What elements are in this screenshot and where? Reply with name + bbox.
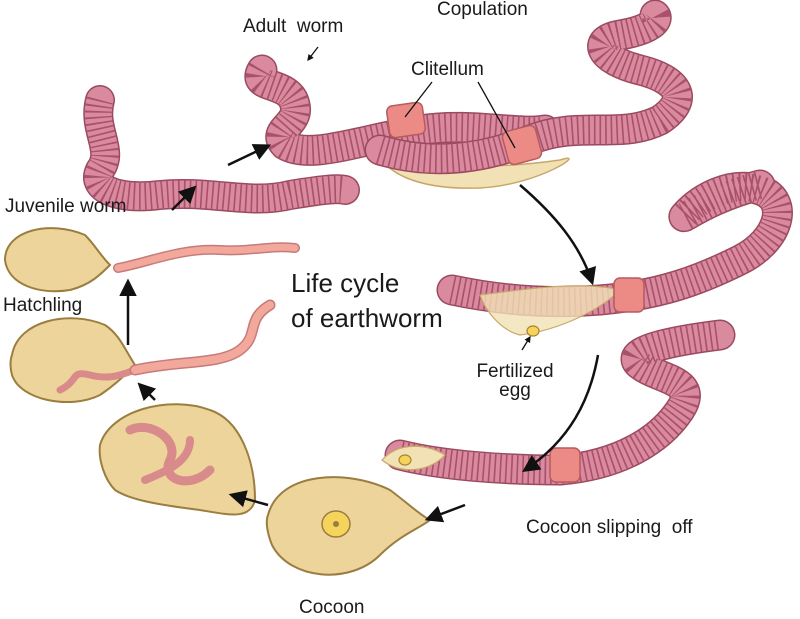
arrow-fertilized-to-slipping [522, 354, 600, 472]
worm-slipping-cocoon [381, 319, 736, 486]
juvenile-worm [83, 85, 360, 214]
developing-cocoon [98, 403, 257, 516]
clitellum-pointer-left [404, 81, 433, 118]
pointer-lines [307, 46, 531, 351]
copulation-label: Copulation [437, 0, 528, 20]
arrow-slipping-to-cocoon [424, 503, 466, 523]
arrow-juvenile-to-adult [227, 144, 272, 167]
arrow-cocoon-to-developing [228, 490, 269, 508]
cocoon-slipping-off-label: Cocoon slipping off [526, 517, 693, 538]
cocoon [265, 476, 432, 576]
arrow-copulation-to-fertilized [519, 184, 596, 286]
adult-worm-pointer [307, 46, 319, 62]
title-line-1: Life cycle [291, 268, 400, 298]
fertilized-egg-label-line-1: Fertilized [476, 361, 554, 382]
fertilized-egg-label-line-2: egg [499, 380, 531, 401]
clitellum-pointer-right [477, 81, 516, 149]
juvenile-worm-label: Juvenile worm [5, 196, 127, 217]
worm-with-fertilized-egg [436, 169, 793, 337]
hatchling-label: Hatchling [3, 295, 83, 316]
cocoon-label: Cocoon [299, 597, 365, 618]
arrow-developing-to-hatching [137, 382, 157, 402]
hatching-cocoon [9, 299, 276, 403]
adult-worm [244, 54, 561, 166]
empty-cocoon-with-hatchling [3, 227, 300, 293]
copulating-worms [364, 0, 693, 189]
cycle-arrows [119, 144, 600, 523]
adult-worm-label: Adult worm [243, 16, 344, 37]
fertilized-egg-pointer [521, 335, 531, 351]
arrow-juvenile-label [171, 185, 197, 211]
clitellum-label: Clitellum [411, 59, 484, 80]
title-line-2: of earthworm [291, 303, 443, 333]
